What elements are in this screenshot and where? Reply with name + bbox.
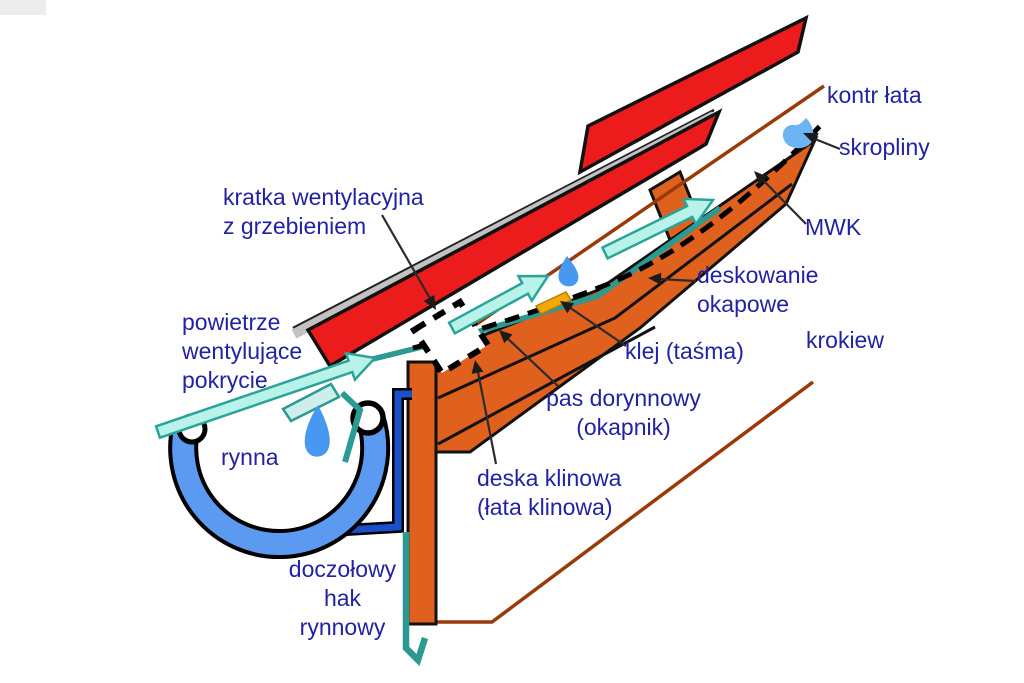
label-rynna: rynna (221, 444, 279, 470)
flashing-tip-strip (281, 382, 341, 423)
label-klej-tasma: klej (taśma) (625, 338, 744, 364)
label-pas-dorynnowy: pas dorynnowy (okapnik) (546, 385, 701, 440)
arrowhead-klej (560, 301, 575, 314)
label-skropliny: skropliny (839, 134, 930, 160)
gutter (172, 416, 387, 556)
arrowhead-skropliny (803, 132, 819, 145)
leader-mwk (759, 176, 807, 225)
label-kontr-lata: kontr łata (827, 82, 922, 108)
water-droplet-condensate (782, 118, 814, 149)
water-droplet-gutter (304, 405, 330, 457)
roof-tile-lower (305, 108, 723, 369)
label-deska-klinowa: deska klinowa (łata klinowa) (477, 465, 622, 520)
gutter-bracket (345, 390, 412, 534)
leader-deskowanie (657, 277, 697, 283)
arrowhead-deska (471, 360, 484, 374)
wedge-joint-line (437, 325, 656, 446)
air-arrow-upper (600, 197, 716, 261)
leader-deska (476, 371, 498, 465)
arrowhead-kratka (423, 295, 436, 310)
batten-strip-edge (292, 108, 715, 330)
leader-klej (565, 304, 627, 347)
water-droplet-membrane (558, 256, 579, 287)
board-joint-line (437, 182, 793, 400)
leader-arrowheads (423, 132, 819, 374)
label-kratka-wentylacyjna: kratka wentylacyjna z grzebieniem (223, 184, 424, 239)
flashing-drip-bend (339, 390, 364, 463)
label-doczolowy-hak: doczołowy hak rynnowy (288, 556, 397, 640)
arrowhead-mwk (754, 171, 769, 186)
glue-tape (534, 291, 573, 315)
corner-artifact (0, 0, 46, 15)
air-arrow-middle (447, 274, 551, 335)
fascia-board (406, 360, 438, 626)
label-mwk: MWK (805, 214, 862, 240)
arrowhead-deskowanie (648, 272, 662, 285)
leader-kratka (381, 214, 432, 301)
label-krokiew: krokiew (806, 327, 884, 353)
mwk-membrane (412, 124, 822, 351)
arrowhead-pas (499, 330, 513, 344)
leader-pas (504, 335, 559, 387)
air-arrow-lower (154, 351, 378, 440)
leader-lines (381, 135, 841, 465)
roof-tile-upper (577, 14, 809, 176)
label-deskowanie-okapowe: deskowanie okapowe (697, 262, 819, 317)
rafter-outline (436, 380, 815, 624)
eaves-flashing (319, 205, 722, 375)
label-powietrze: powietrze wentylujące pokrycie (182, 309, 303, 393)
fascia-drip-strip (402, 532, 429, 667)
